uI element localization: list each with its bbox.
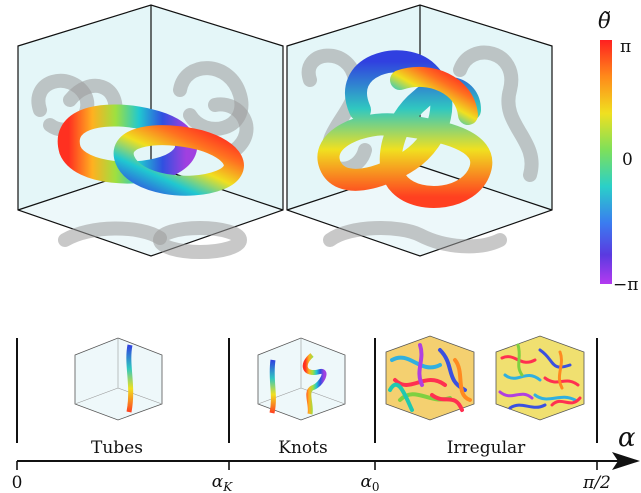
colorbar-gradient bbox=[600, 40, 612, 284]
axis-tick-alpha-0: α0 bbox=[360, 472, 379, 493]
colorbar: θ̃ π 0 −π bbox=[598, 9, 638, 295]
colorbar-symbol: θ̃ bbox=[598, 9, 611, 33]
link-panel bbox=[17, 4, 284, 259]
alpha-axis: α 0 αK α0 π/2 bbox=[12, 423, 640, 493]
axis-symbol: α bbox=[618, 423, 636, 453]
regime-separators bbox=[16, 338, 598, 443]
vortex-tube bbox=[126, 344, 134, 413]
trefoil-knot bbox=[317, 50, 493, 208]
regime-label-tubes: Tubes bbox=[91, 438, 143, 458]
irregular-inset-1 bbox=[385, 335, 475, 421]
irregular-inset-2 bbox=[495, 335, 585, 421]
trefoil-panel bbox=[286, 4, 553, 257]
arrow-head-icon bbox=[612, 452, 640, 470]
regime-label-knots: Knots bbox=[278, 438, 327, 458]
cube-right-face bbox=[420, 5, 552, 210]
colorbar-tick-bottom: −π bbox=[613, 275, 638, 295]
regime-label-irregular: Irregular bbox=[447, 438, 526, 458]
link-tori bbox=[57, 104, 244, 196]
colorbar-tick-top: π bbox=[620, 37, 631, 57]
axis-tick-alpha-k: αK bbox=[212, 472, 233, 493]
knots-inset bbox=[257, 337, 346, 421]
colorbar-tick-mid: 0 bbox=[622, 150, 633, 170]
axis-tick-end: π/2 bbox=[582, 473, 611, 493]
tubes-inset bbox=[74, 337, 163, 421]
axis-tick-zero: 0 bbox=[12, 473, 23, 493]
